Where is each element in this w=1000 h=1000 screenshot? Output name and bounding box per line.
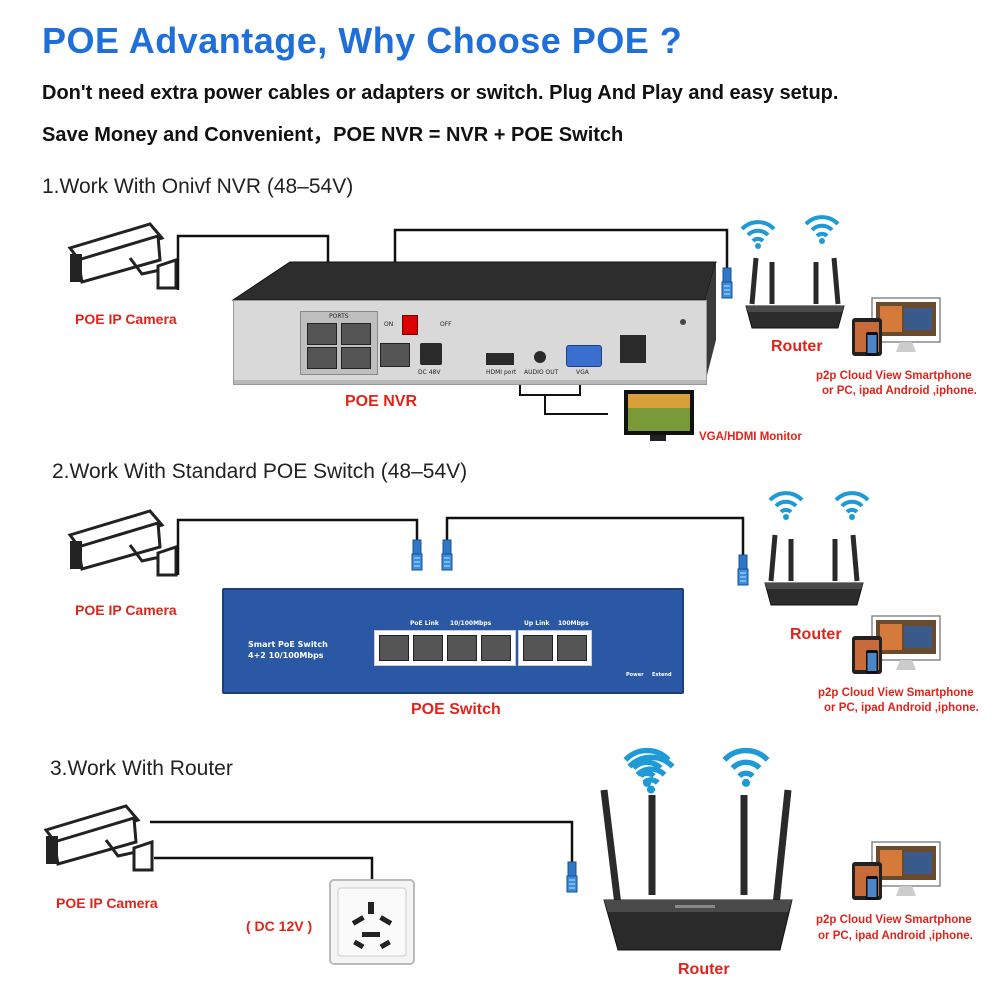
power-switch[interactable] (402, 315, 418, 335)
smart-devices-icon (851, 841, 941, 901)
switch-name-label: Smart PoE Switch (248, 640, 328, 649)
dc-label: ( DC 12V ) (246, 918, 313, 934)
poe-switch-device: Smart PoE Switch 4+2 10/100Mbps PoE Link… (222, 588, 684, 694)
section1-cloud-line2: or PC, ipad Android ,iphone. (822, 385, 977, 397)
wifi-icon (804, 215, 840, 246)
section2-heading: 2.Work With Standard POE Switch (48–54V) (52, 460, 468, 483)
section3-cloud-line1: p2p Cloud View Smartphone (816, 914, 972, 926)
nvr-dc-label: DC 48V (418, 369, 441, 376)
switch-extend-label: Extend (652, 672, 672, 678)
intro-line-2: Save Money and Convenient，POE NVR = NVR … (42, 124, 624, 146)
nvr-reset-hole (680, 319, 686, 325)
ip-camera-1 (68, 222, 178, 290)
section3-heading: 3.Work With Router (50, 757, 233, 780)
nvr-vga-label: VGA (576, 369, 589, 376)
nvr-audio-port (534, 351, 546, 363)
rj45-plug-cam2 (411, 539, 423, 571)
switch-speed1-label: 10/100Mbps (450, 620, 492, 627)
page-title: POE Advantage, Why Choose POE ? (42, 20, 683, 61)
smart-devices-icon (851, 297, 941, 357)
section3-cloud-line2: or PC, ipad Android ,iphone. (818, 930, 973, 942)
switch-poe-link-label: PoE Link (410, 620, 439, 627)
section3-router-label: Router (678, 961, 730, 978)
router-2 (765, 535, 863, 605)
section1-router-label: Router (771, 338, 823, 355)
router-3 (600, 789, 793, 951)
switch-power-label: Power (626, 672, 644, 678)
nvr-top (231, 261, 717, 301)
power-socket-icon (329, 879, 415, 965)
switch-speed2-label: 100Mbps (558, 620, 589, 627)
section1-camera-label: POE IP Camera (75, 311, 177, 327)
rj45-plug-switch (441, 539, 453, 571)
nvr-dc-jack (420, 343, 442, 365)
ip-camera-3 (44, 804, 154, 872)
section1-cloud-line1: p2p Cloud View Smartphone (816, 370, 972, 382)
switch-label: POE Switch (411, 701, 501, 718)
poe-nvr-device: PORTS ON OFF DC 48V HDMI port AUDIO OUT … (233, 300, 707, 385)
rj45-plug-router2 (737, 554, 749, 586)
vga-hdmi-monitor-icon (624, 390, 694, 441)
nvr-ports-label: PORTS (329, 313, 349, 320)
intro-line-1: Don't need extra power cables or adapter… (42, 82, 839, 104)
wifi-icon (724, 751, 767, 787)
ip-camera-2 (68, 509, 178, 577)
section2-cloud-line1: p2p Cloud View Smartphone (818, 687, 974, 699)
section2-cloud-line2: or PC, ipad Android ,iphone. (824, 702, 979, 714)
nvr-uplink-port (380, 343, 410, 367)
rj45-plug-router1 (721, 267, 733, 299)
section2-camera-label: POE IP Camera (75, 602, 177, 618)
wifi-icon (740, 220, 776, 251)
switch-uplink-label: Up Link (524, 620, 550, 627)
section1-heading: 1.Work With Onivf NVR (48–54V) (42, 175, 354, 198)
switch-spec-label: 4+2 10/100Mbps (248, 651, 324, 660)
nvr-poe-ports: PORTS (300, 311, 378, 375)
nvr-hdmi-label: HDMI port (486, 369, 517, 376)
rj45-plug-router3 (566, 861, 578, 893)
smart-devices-icon (851, 615, 941, 675)
nvr-vga-port (566, 345, 602, 367)
nvr-off-label: OFF (440, 321, 452, 328)
switch-poe-ports (374, 630, 516, 666)
router-1 (746, 258, 844, 328)
nvr-on-label: ON (384, 321, 394, 328)
switch-uplink-ports (518, 630, 592, 666)
nvr-audio-label: AUDIO OUT (524, 369, 559, 376)
section3-camera-label: POE IP Camera (56, 895, 158, 911)
wifi-icon (834, 491, 870, 522)
nvr-label: POE NVR (345, 393, 418, 410)
nvr-hdmi-port (486, 353, 514, 365)
section2-router-label: Router (790, 626, 842, 643)
nvr-usb-ports (620, 335, 646, 363)
monitor-label: VGA/HDMI Monitor (699, 431, 802, 443)
wifi-icon (768, 491, 804, 522)
